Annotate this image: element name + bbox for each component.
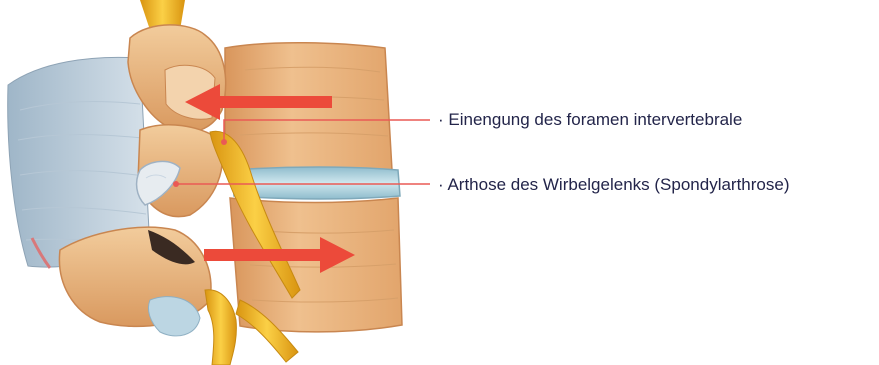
upper-vertebral-body (225, 43, 392, 175)
label-foramen-narrowing: · Einengung des foramen intervertebrale (438, 110, 742, 130)
leader-dot-foramen (221, 139, 227, 145)
label-facet-arthrosis: · Arthose des Wirbelgelenks (Spondylarth… (438, 175, 790, 195)
lower-nerve-root (205, 290, 236, 365)
leader-dot-arthrosis (173, 181, 179, 187)
